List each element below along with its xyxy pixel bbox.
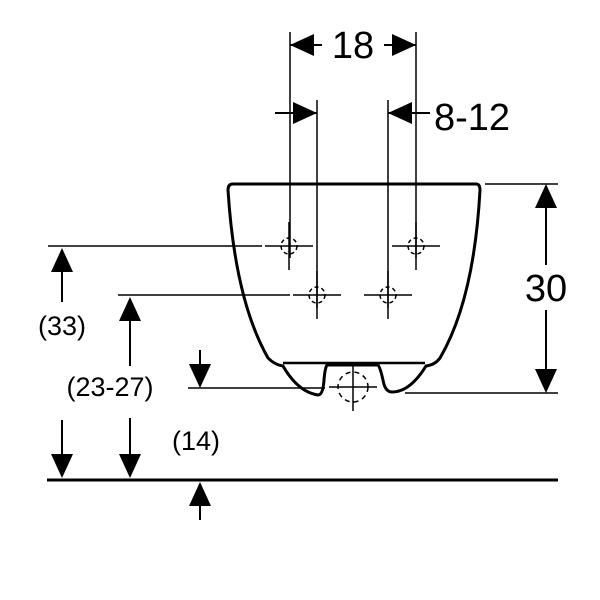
waste-outlet-marker: [329, 363, 377, 411]
dimension-label-14: (14): [172, 426, 220, 456]
tap-hole-marker: [265, 222, 313, 270]
bidet-outline: [226, 182, 482, 397]
tap-hole-marker: [392, 222, 440, 270]
dimension-label-30: 30: [525, 268, 567, 310]
dimension-label-33: (33): [38, 311, 86, 341]
arrowheads: [51, 34, 557, 506]
tap-hole-marker: [293, 271, 341, 319]
dimension-label-23-27: (23-27): [66, 372, 153, 402]
dimension-label-8-12: 8-12: [434, 97, 510, 139]
dimension-label-18: 18: [332, 25, 374, 67]
tap-hole-marker: [364, 271, 412, 319]
hole-markers: [265, 222, 440, 411]
